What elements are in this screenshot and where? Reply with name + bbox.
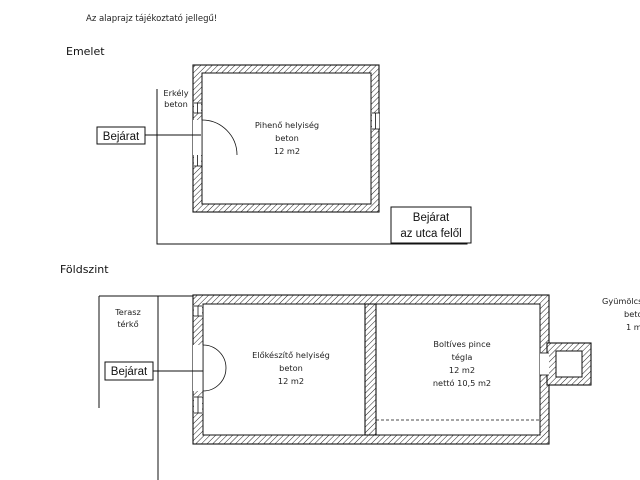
terrace-label-line-1: Terasz	[114, 307, 141, 317]
street-entrance-label-line-2: az utca felől	[400, 228, 461, 240]
prep-room-label-line-3: 12 m2	[278, 376, 304, 386]
rest-room-interior	[201, 72, 372, 205]
disclaimer-note: Az alaprajz tájékoztató jellegű!	[86, 13, 217, 24]
fruit-storage-interior	[555, 350, 583, 378]
cellar-label-line-3: 12 m2	[449, 365, 475, 375]
upper-door-swing	[201, 119, 238, 156]
cellar-label-line-2: tégla	[452, 352, 473, 362]
balcony-label-line-1: Erkély	[163, 88, 188, 98]
cellar-label-line-4: nettó 10,5 m2	[433, 378, 491, 388]
balcony-label-line-2: beton	[164, 99, 188, 109]
fruit-storage-opening	[540, 353, 549, 375]
fruit-storage-label-line-1: Gyümölcs	[602, 296, 640, 306]
prep-room-label-line-1: Előkészítő helyiség	[252, 350, 330, 360]
terrace-label-line-2: térkő	[117, 319, 138, 329]
ground-terrace-outline	[98, 295, 193, 480]
partition-wall	[364, 303, 377, 436]
upper-floor-heading: Emelet	[66, 45, 105, 58]
cellar-interior	[375, 303, 541, 436]
street-entrance-box	[390, 206, 472, 244]
rest-room-label-line-2: beton	[275, 133, 299, 143]
ground-door-swing-bottom	[202, 367, 227, 392]
fruit-storage-label-line-3: 1 m	[626, 322, 640, 332]
fruit-storage-label-line-2: beton	[624, 309, 640, 319]
cellar-label-line-1: Boltíves pince	[433, 339, 490, 349]
rest-room-label-line-1: Pihenő helyiség	[255, 120, 319, 130]
upper-entrance-label: Bejárat	[103, 131, 140, 143]
street-entrance-label-line-1: Bejárat	[413, 212, 450, 224]
ground-double-door-opening	[193, 345, 203, 391]
ground-floor-plan: Bejárat Terasz térkő Előkészítő helyiség…	[98, 294, 640, 480]
prep-room-label-line-2: beton	[279, 363, 303, 373]
ground-floor-heading: Földszint	[60, 263, 109, 276]
ground-entrance-label: Bejárat	[111, 366, 148, 378]
rest-room-label-line-3: 12 m2	[274, 146, 300, 156]
upper-door-opening	[193, 120, 202, 155]
upper-floor-plan: Bejárat Bejárat az utca felől Erkély bet…	[96, 64, 472, 245]
ground-door-swing-top	[202, 344, 227, 369]
